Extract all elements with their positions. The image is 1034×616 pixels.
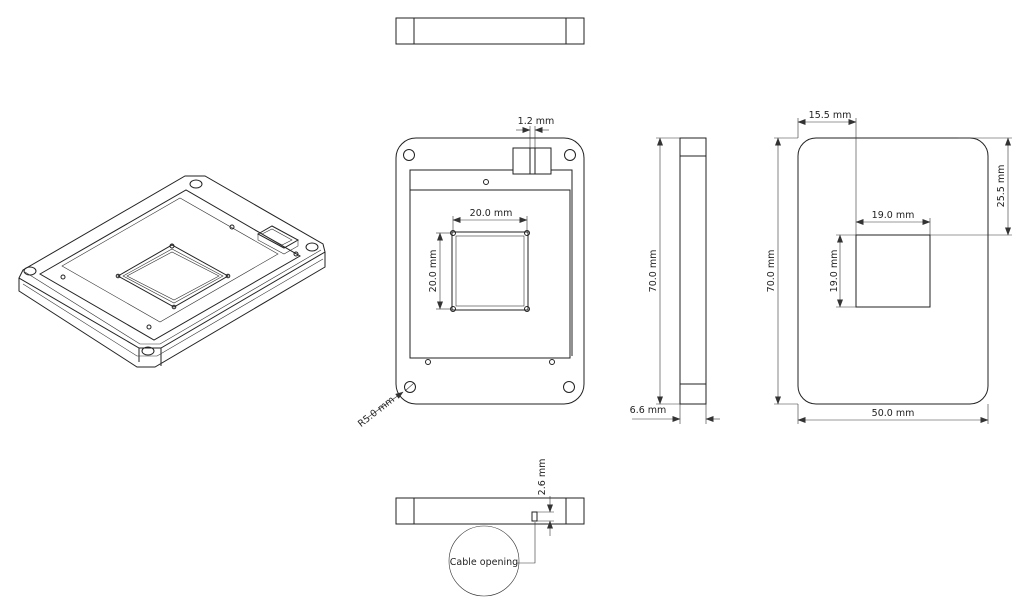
dim-window-width: 20.0 mm (470, 208, 513, 219)
bottom-edge-view: 2.6 mm Cable opening (395, 459, 585, 597)
dim-opening-height: 19.0 mm (829, 250, 840, 293)
front-view: 1.2 mm 20.0 mm 20.0 mm R5.0 mm (356, 116, 585, 430)
back-view: 15.5 mm 25.5 mm 19.0 mm 19.0 mm 70.0 mm … (766, 110, 1012, 424)
top-edge-view (395, 17, 585, 45)
dim-offset-y: 25.5 mm (996, 165, 1007, 208)
callout-cable-opening: Cable opening (450, 557, 518, 568)
dim-offset-x: 15.5 mm (809, 110, 852, 121)
dim-side-height: 70.0 mm (648, 250, 659, 293)
dim-corner-radius: R5.0 mm (356, 394, 397, 429)
dim-window-height: 20.0 mm (428, 250, 439, 293)
dim-slot-width: 1.2 mm (518, 116, 555, 127)
dim-opening-width: 19.0 mm (872, 210, 915, 221)
isometric-view (18, 175, 326, 368)
dim-back-width: 50.0 mm (872, 408, 915, 419)
dim-cable-slot-height: 2.6 mm (537, 459, 548, 496)
dim-side-thickness: 6.6 mm (630, 405, 667, 416)
dim-back-height: 70.0 mm (766, 250, 777, 293)
side-view: 70.0 mm 6.6 mm (630, 137, 720, 424)
